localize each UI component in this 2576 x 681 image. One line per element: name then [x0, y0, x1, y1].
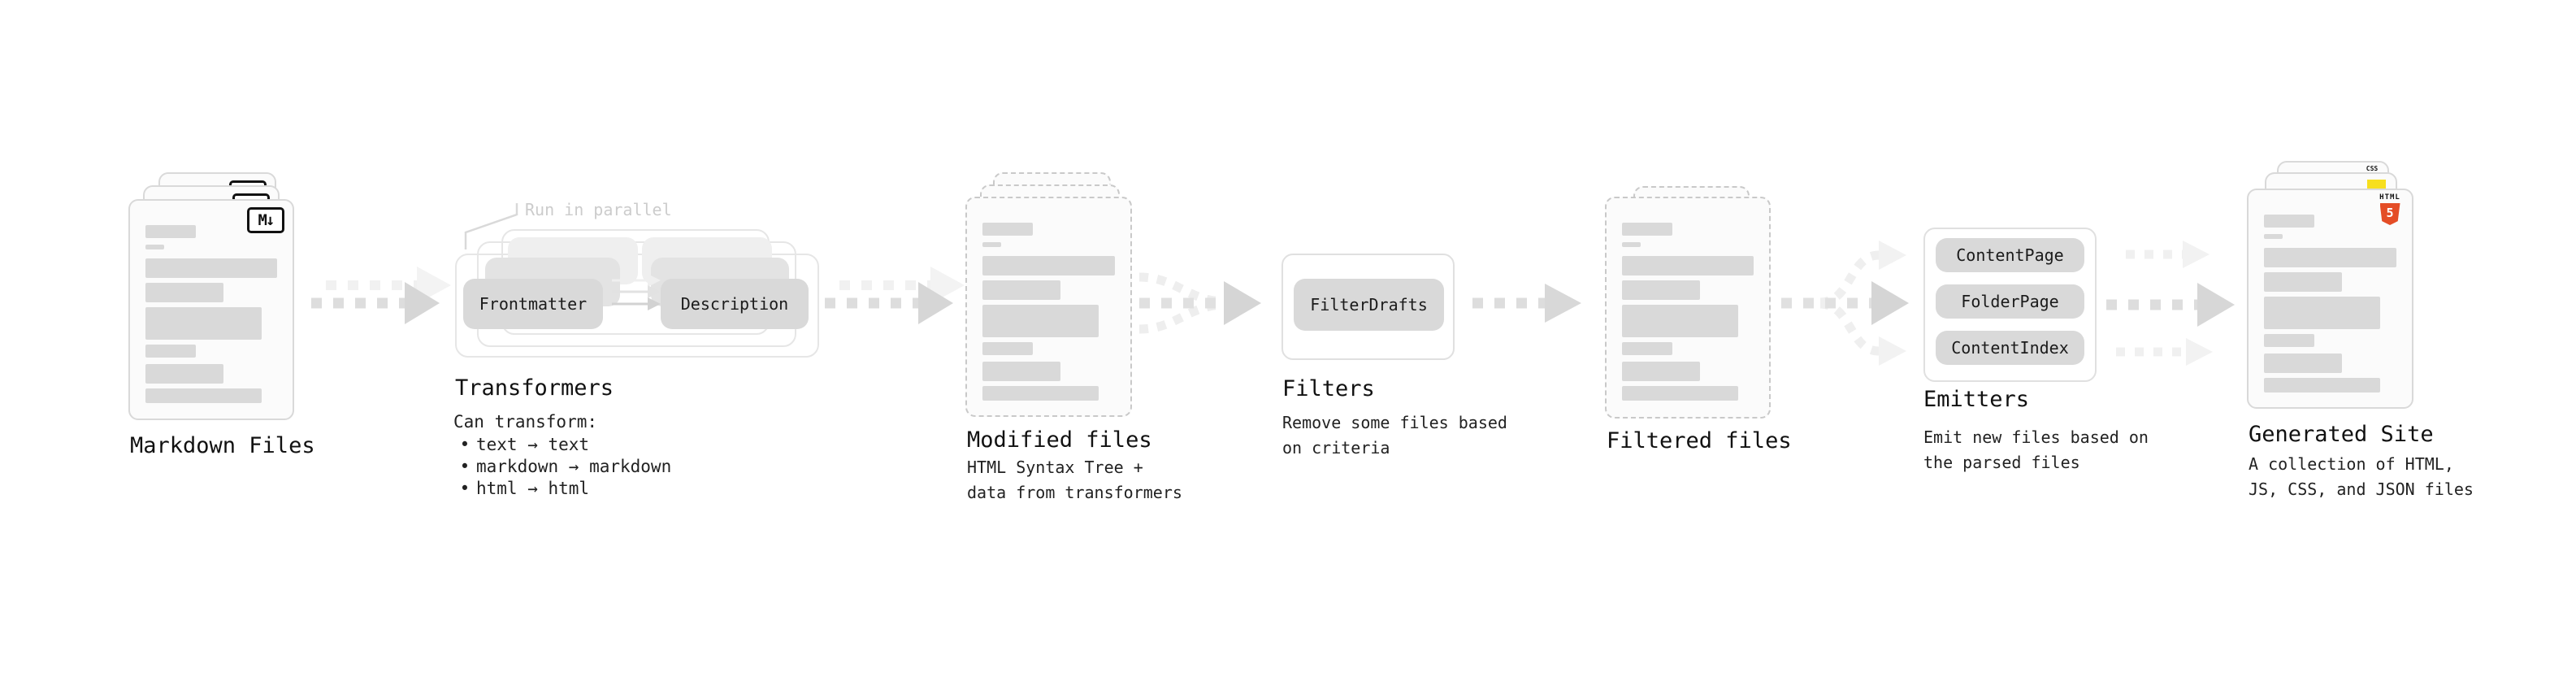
doc-bar [2264, 248, 2396, 267]
html5-icon-label: HTML [2379, 193, 2400, 202]
bullet-text: markdown → markdown [476, 457, 672, 476]
arrow-modified-to-filters [1138, 272, 1261, 334]
doc-bar [145, 258, 277, 278]
subtitle-line: on criteria [1282, 438, 1390, 458]
css-icon-label: CSS [2366, 165, 2379, 172]
doc-bar [145, 245, 164, 249]
doc-bar [145, 364, 223, 384]
doc-bar [982, 386, 1099, 401]
subtitle-line: Emit new files based on [1923, 427, 2149, 447]
transform-bullet-list: • text → text • markdown → markdown • html … [453, 434, 672, 500]
arrow-transformers-to-modified [825, 267, 965, 324]
transformers-heading: Transformers [455, 375, 614, 401]
doc-bar [1622, 256, 1754, 275]
doc-bar [982, 362, 1061, 381]
html5-icon-shield: 5 [2379, 203, 2400, 225]
doc-bar [982, 280, 1061, 300]
modified-file-card-front [965, 197, 1132, 417]
doc-bar [2264, 334, 2314, 347]
doc-bar [982, 342, 1033, 355]
contentpage-node: ContentPage [1936, 238, 2084, 272]
html5-icon: HTML 5 [2378, 194, 2402, 225]
doc-bar [982, 242, 1001, 247]
generated-site-heading: Generated Site [2249, 422, 2434, 447]
filters-subtitle: Remove some files based on criteria [1282, 410, 1507, 461]
filters-heading: Filters [1282, 376, 1375, 401]
modified-files-heading: Modified files [967, 427, 1152, 453]
doc-bar [145, 283, 223, 302]
bullet-dot: • [459, 479, 471, 498]
doc-bar [982, 256, 1115, 275]
doc-bar [145, 388, 262, 403]
doc-bar [1622, 223, 1672, 236]
transform-bullet: • markdown → markdown [453, 456, 672, 478]
doc-bar [2264, 234, 2283, 239]
doc-bar [982, 305, 1099, 337]
doc-bar [2264, 378, 2381, 393]
frontmatter-node: Frontmatter [463, 279, 603, 329]
doc-bar [1622, 342, 1672, 355]
emitters-subtitle: Emit new files based on the parsed files [1923, 425, 2149, 475]
filtered-files-heading: Filtered files [1607, 428, 1792, 453]
doc-bar [1622, 242, 1641, 247]
js-icon [2367, 180, 2386, 190]
subtitle-line: the parsed files [1923, 453, 2080, 472]
doc-bar [1622, 280, 1700, 300]
doc-bar [1622, 362, 1700, 381]
transform-bullet: • html → html [453, 478, 671, 500]
site-file-card-front: HTML 5 [2247, 189, 2413, 409]
doc-bar [2264, 272, 2343, 292]
doc-bar [982, 223, 1033, 236]
contentindex-node: ContentIndex [1936, 331, 2084, 365]
arrow-filtered-to-emitters [1781, 241, 1909, 366]
markdown-files-label: Markdown Files [130, 433, 315, 458]
bullet-dot: • [459, 457, 471, 476]
doc-bar [2264, 297, 2381, 329]
doc-bar [145, 345, 196, 358]
subtitle-line: JS, CSS, and JSON files [2249, 479, 2474, 499]
arrow-filters-to-filtered [1472, 284, 1581, 323]
doc-bar [1622, 386, 1738, 401]
can-transform-title: Can transform: [453, 412, 598, 432]
doc-bar [1622, 305, 1738, 337]
doc-bar [145, 225, 196, 238]
subtitle-line: A collection of HTML, [2249, 454, 2454, 474]
generated-site-subtitle: A collection of HTML, JS, CSS, and JSON … [2249, 452, 2474, 502]
run-in-parallel-annotation: Run in parallel [525, 200, 672, 219]
bullet-text: text → text [476, 435, 590, 454]
description-node: Description [661, 279, 809, 329]
bullet-text: html → html [476, 479, 590, 498]
transform-bullet: • text → text [453, 434, 671, 456]
doc-bar [2264, 215, 2314, 228]
doc-bar [145, 307, 262, 340]
markdown-file-card-front: M↓ [128, 199, 294, 420]
modified-files-subtitle: HTML Syntax Tree + data from transformer… [967, 455, 1182, 505]
doc-bar [2264, 354, 2343, 373]
subtitle-line: HTML Syntax Tree + [967, 458, 1143, 477]
emitters-heading: Emitters [1923, 387, 2030, 412]
filtered-file-card-front [1605, 197, 1771, 419]
bullet-dot: • [459, 435, 471, 454]
arrow-markdown-to-transformers [311, 267, 451, 324]
subtitle-line: Remove some files based [1282, 413, 1507, 432]
folderpage-node: FolderPage [1936, 284, 2084, 319]
subtitle-line: data from transformers [967, 483, 1182, 502]
filterdrafts-node: FilterDrafts [1294, 279, 1444, 331]
arrow-emitters-to-site [2106, 241, 2235, 366]
markdown-icon: M↓ [247, 207, 284, 233]
